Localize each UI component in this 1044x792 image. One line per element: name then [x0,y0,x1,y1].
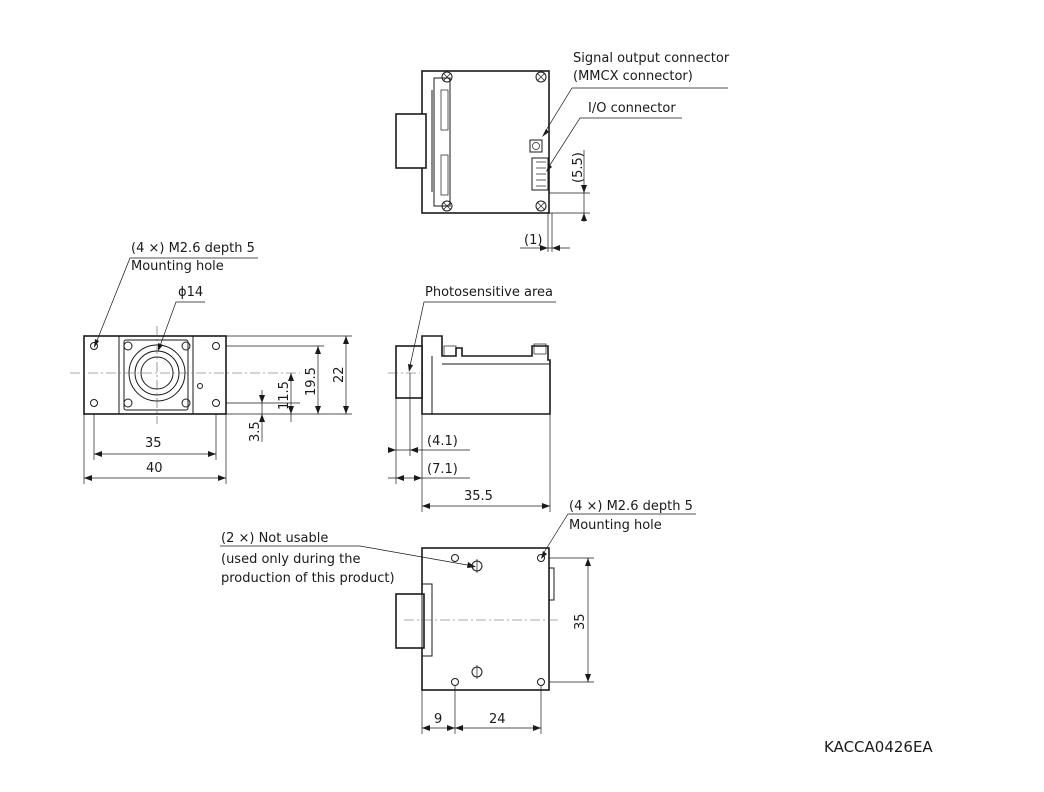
bottom-mount-label-2: Mounting hole [569,518,662,533]
dim-19-5: 19.5 [304,367,319,396]
bottom-mount-label-1: (4 ×) M2.6 depth 5 [569,499,693,514]
dim-4-1: (4.1) [427,434,458,449]
front-view: (4 ×) M2.6 depth 5 Mounting hole ϕ14 35 … [70,241,352,484]
dim-24: 24 [489,712,506,727]
rear-screws [441,71,547,212]
dim-35-bottom: 35 [573,613,588,630]
front-mount-label-1: (4 ×) M2.6 depth 5 [131,241,255,256]
io-connector [531,157,549,191]
front-mounting-holes [90,341,220,408]
mmcx-connector [529,139,543,153]
bottom-lens-mount [395,593,425,649]
phi14-label: ϕ14 [178,285,203,300]
dim-9: 9 [434,712,442,727]
dim-11-5: 11.5 [277,381,292,410]
dim-1: (1) [524,233,542,248]
bottom-housing [421,547,550,691]
dim-35-front: 35 [145,436,162,451]
dim-3-5: 3.5 [248,421,263,442]
io-connector-label: I/O connector [588,101,676,116]
front-mount-plate [118,335,194,415]
photosensitive-label: Photosensitive area [425,285,553,300]
side-view: Photosensitive area (4.1) (7.1) 35.5 [388,285,556,512]
not-usable-label-3: production of this product) [221,571,395,586]
bottom-view: (4 ×) M2.6 depth 5 Mounting hole (2 ×) N… [220,499,696,734]
not-usable-label-2: (used only during the [221,552,361,567]
rear-view: Signal output connector (MMCX connector)… [395,51,730,252]
bottom-holes [451,554,545,686]
dim-7-1: (7.1) [427,462,458,477]
rear-housing [421,70,550,214]
front-mount-label-2: Mounting hole [131,259,224,274]
rear-lens-mount [395,113,427,169]
signal-output-label-1: Signal output connector [573,51,730,66]
dim-40: 40 [146,461,163,476]
side-housing [421,335,551,415]
not-usable-label-1: (2 ×) Not usable [221,531,328,546]
dim-35-5: 35.5 [464,489,493,504]
front-housing [83,335,227,415]
drawing-code: KACCA0426EA [824,738,933,756]
dim-5-5: (5.5) [571,152,586,183]
signal-output-label-2: (MMCX connector) [573,69,693,84]
dim-22: 22 [332,366,347,383]
